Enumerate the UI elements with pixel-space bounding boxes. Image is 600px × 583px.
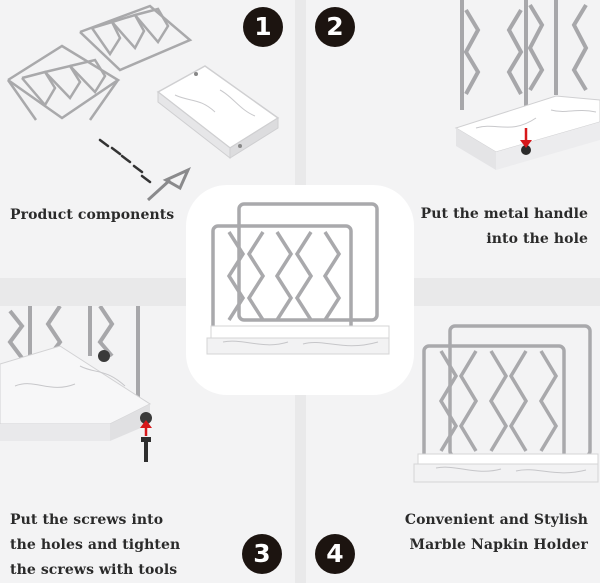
step-2-caption: Put the metal handle into the hole xyxy=(421,202,588,252)
step-2-caption-line-2: into the hole xyxy=(486,231,588,247)
step-2-badge: 2 xyxy=(315,7,355,47)
step-1-badge: 1 xyxy=(243,7,283,47)
step-4-caption-line-1: Convenient and Stylish xyxy=(404,512,588,528)
rack-frames xyxy=(211,202,379,334)
napkin-holder-product-image xyxy=(206,202,390,355)
rack-frames xyxy=(422,324,592,468)
step-3-badge: 3 xyxy=(242,534,282,574)
marble-base xyxy=(206,325,390,355)
metal-handle-tool xyxy=(146,167,191,202)
step-2-caption-line-1: Put the metal handle xyxy=(420,206,588,222)
screws xyxy=(98,138,152,184)
step-4-caption-line-2: Marble Napkin Holder xyxy=(409,537,588,553)
marble-base-corner xyxy=(454,95,600,170)
step-3-caption-line-1: Put the screws into xyxy=(10,512,164,528)
step-4-badge: 4 xyxy=(315,534,355,574)
marble-base-underside xyxy=(0,345,152,441)
product-components-illustration xyxy=(6,4,280,202)
screw-tightening-illustration xyxy=(0,306,152,462)
marble-base xyxy=(156,65,280,160)
step-1-caption: Product components xyxy=(10,207,175,223)
metal-rack-frames xyxy=(6,4,193,121)
screw-with-arrow xyxy=(140,420,152,462)
rack-detail xyxy=(7,306,140,404)
rack-detail xyxy=(460,0,589,110)
napkin-holder-finished-illustration xyxy=(413,324,599,483)
handle-insertion-illustration xyxy=(454,0,600,170)
step-4-caption: Convenient and Stylish Marble Napkin Hol… xyxy=(405,508,588,558)
step-3-caption: Put the screws into the holes and tighte… xyxy=(10,508,180,583)
center-product-card xyxy=(193,192,407,388)
marble-base xyxy=(413,453,599,483)
panel-step-1: 1 Product components xyxy=(0,0,295,278)
step-3-caption-line-3: the screws with tools xyxy=(10,562,178,578)
step-3-caption-line-2: the holes and tighten xyxy=(10,537,181,553)
panel-step-4: 4 Convenient and Stylish Marble Napkin H… xyxy=(306,306,600,583)
red-arrow xyxy=(520,128,532,148)
